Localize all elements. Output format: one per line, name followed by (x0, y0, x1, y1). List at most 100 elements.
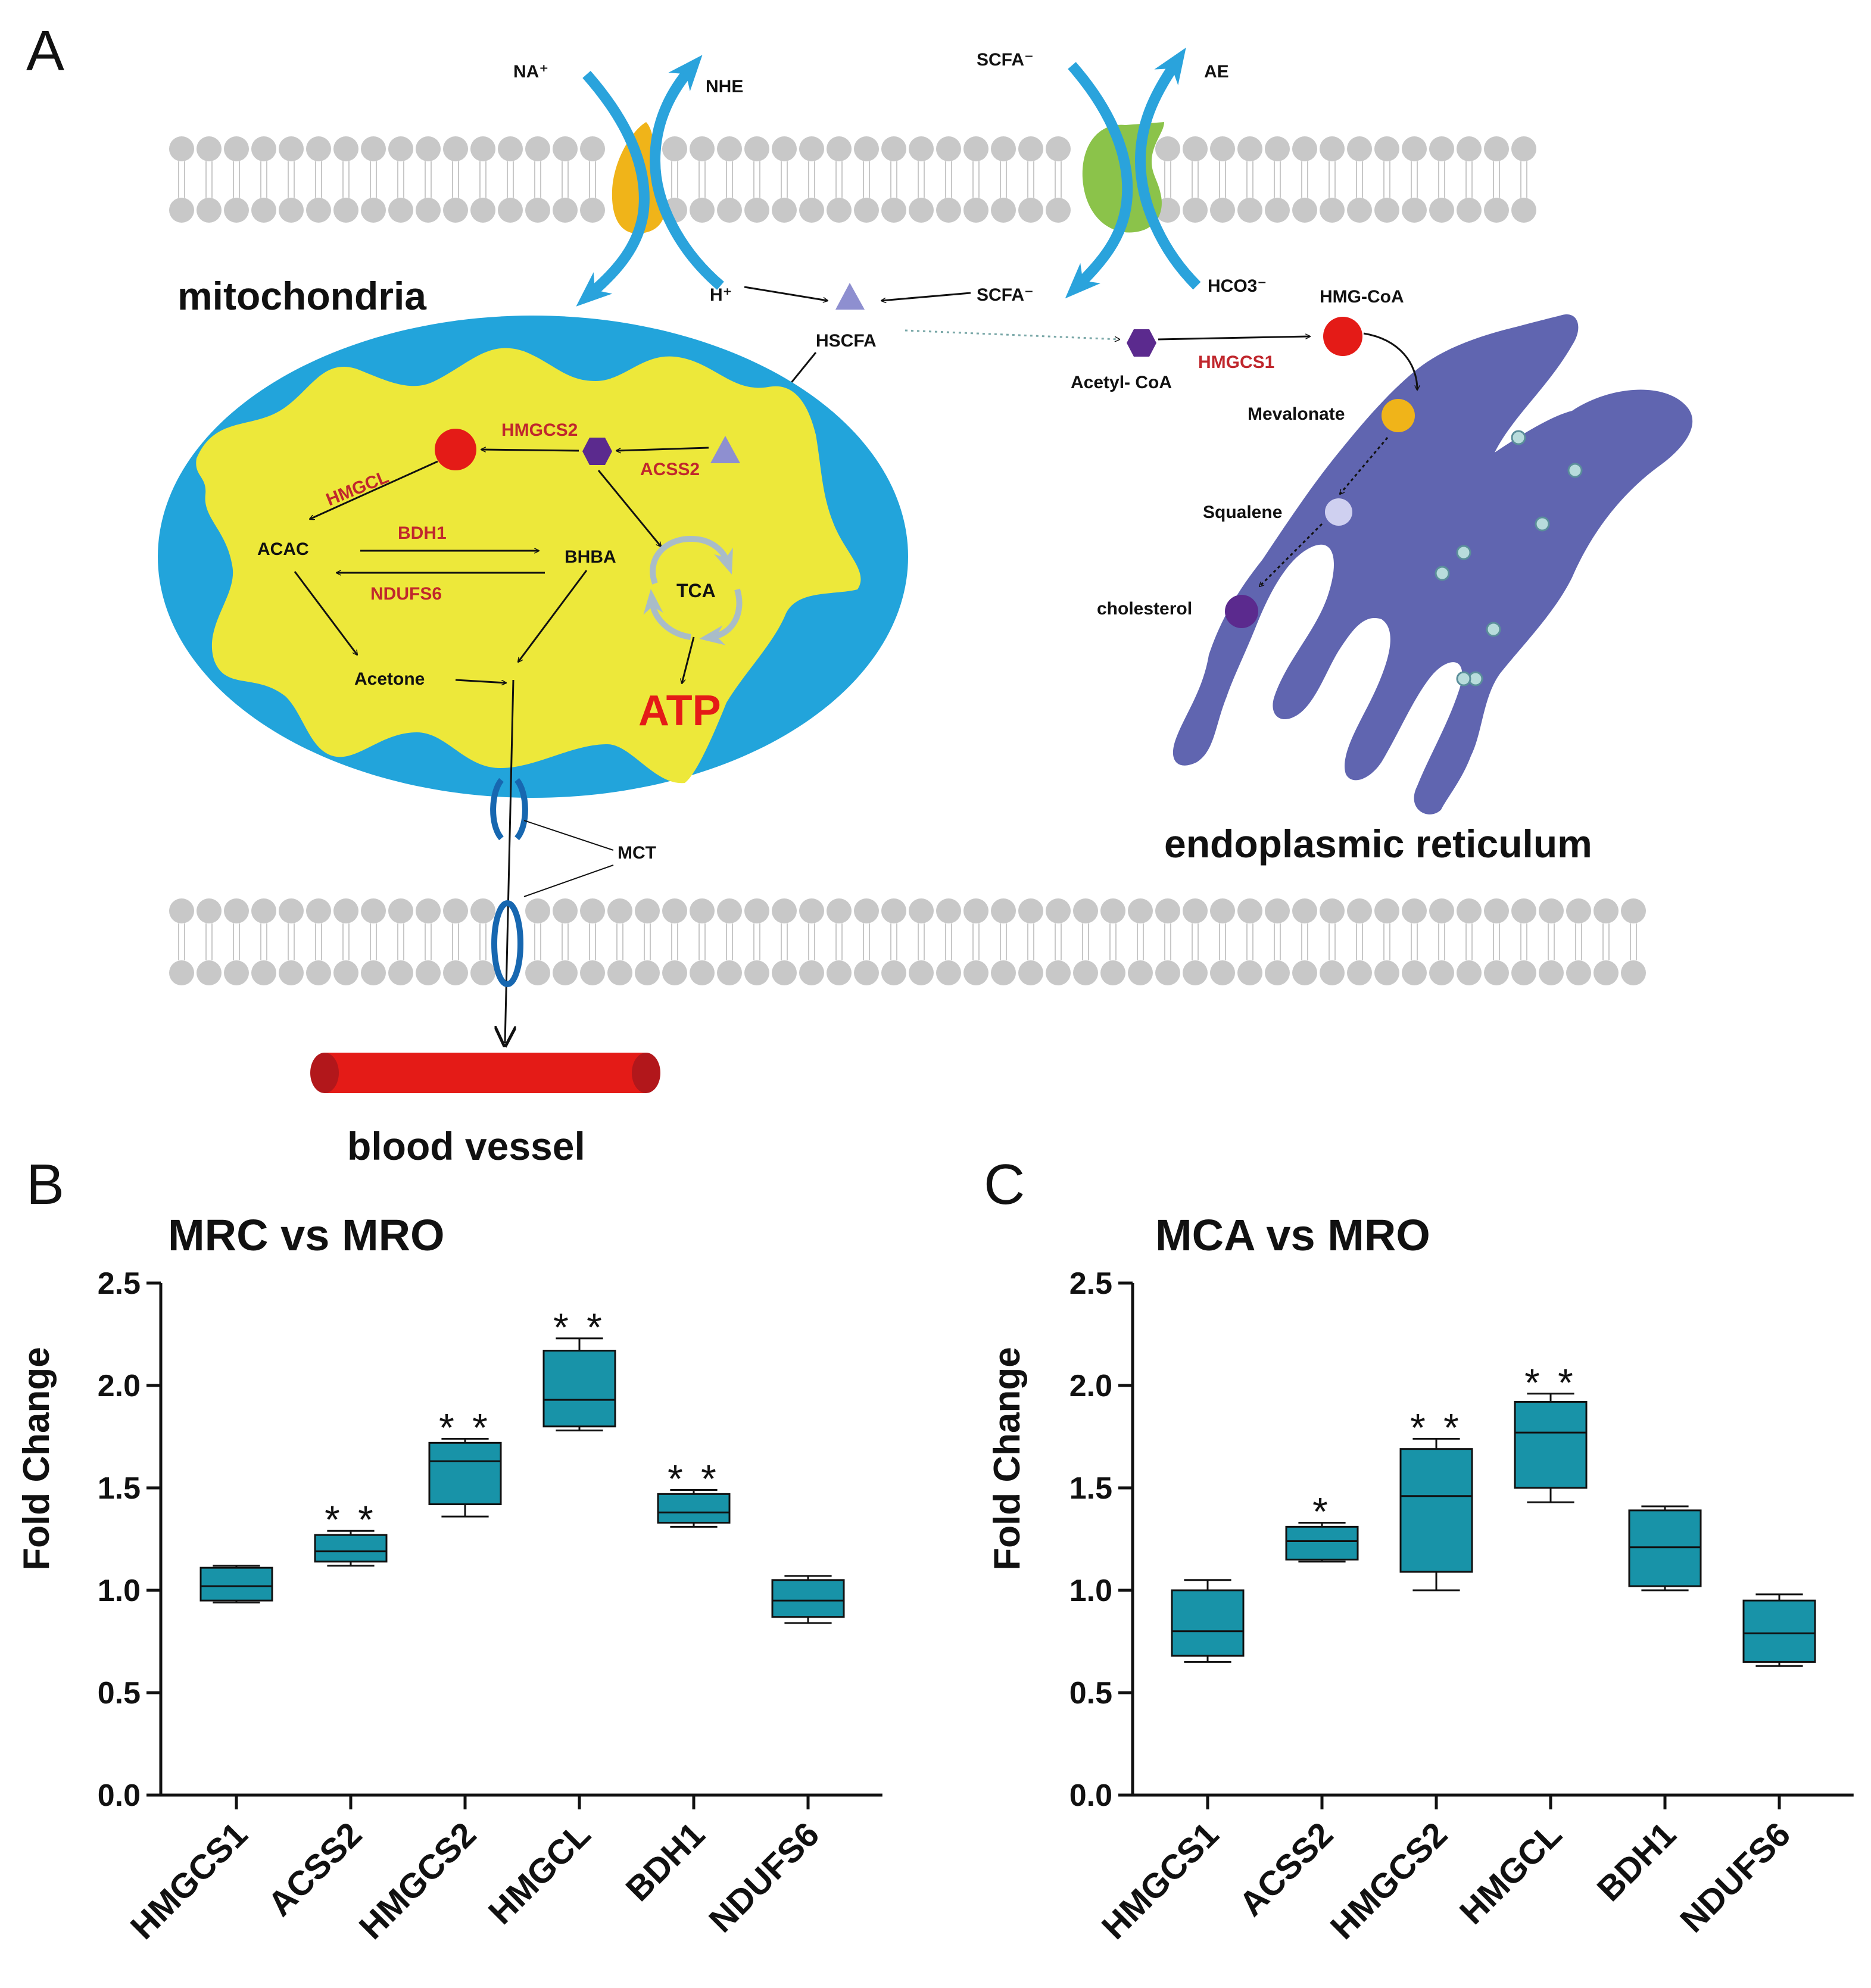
lipid-top-head (443, 136, 468, 161)
x-tick-label: HMGCS1 (123, 1815, 255, 1946)
label-atp: ATP (638, 687, 721, 735)
lipid-top-head (1265, 198, 1290, 223)
lipid-bottom-head (1484, 898, 1509, 923)
lipid-bottom-head (1320, 960, 1345, 985)
label-acetyl-coa: Acetyl- CoA (1071, 373, 1172, 392)
cholesterol-node (1225, 595, 1258, 628)
arrow-acetylcoa-to-hmgcoa-mito (481, 450, 579, 451)
mito-hmg-coa-node (435, 429, 476, 470)
lipid-bottom-head (306, 898, 331, 923)
lipid-bottom-head (690, 898, 715, 923)
lipid-top-head (991, 136, 1016, 161)
lipid-bottom-head (279, 898, 304, 923)
x-tick-label: HMGCL (1452, 1815, 1569, 1931)
box-hmgcs2 (1399, 1448, 1473, 1573)
lipid-bottom-head (854, 960, 879, 985)
lipid-bottom-head (416, 960, 441, 985)
lipid-top-head (1320, 198, 1345, 223)
significance-marker: * * (553, 1305, 606, 1349)
label-h: H⁺ (710, 285, 732, 305)
lipid-top-head (197, 136, 222, 161)
lipid-top-head (1292, 136, 1317, 161)
arrow-scfa-to-acetylcoa (616, 447, 709, 451)
lipid-bottom-head (1100, 898, 1125, 923)
lipid-top-head (416, 198, 441, 223)
lipid-bottom-head (662, 898, 687, 923)
lipid-bottom-head (772, 898, 797, 923)
lipid-bottom-head (1594, 960, 1619, 985)
lipid-top-head (1457, 136, 1482, 161)
arrow-scfa-to-hscfa (881, 292, 971, 301)
lipid-bottom-head (744, 898, 769, 923)
lipid-bottom-head (306, 960, 331, 985)
lipid-bottom-head (690, 960, 715, 985)
y-tick-label: 0.0 (1069, 1778, 1112, 1813)
lipid-top-head (1237, 198, 1262, 223)
lipid-bottom-head (580, 898, 605, 923)
lipid-top-head (553, 136, 578, 161)
lipid-top-head (799, 136, 824, 161)
lipid-bottom-head (991, 898, 1016, 923)
y-tick-label: 0.5 (98, 1676, 141, 1711)
lipid-bottom-head (169, 898, 194, 923)
lipid-top-head (1457, 198, 1482, 223)
lipid-bottom-head (333, 960, 358, 985)
lipid-bottom-head (936, 960, 961, 985)
lipid-bottom-head (1374, 960, 1399, 985)
er-ribosomes (1435, 430, 1583, 686)
lipid-bottom-head (1539, 960, 1564, 985)
y-tick-label: 1.5 (98, 1471, 141, 1506)
lipid-bottom-head (251, 960, 276, 985)
lipid-top-head (197, 198, 222, 223)
ae-transporter (1065, 48, 1201, 299)
lipid-top-head (580, 198, 605, 223)
lipid-bottom-head (881, 960, 906, 985)
ribosome (1486, 622, 1501, 637)
lipid-top-head (525, 198, 550, 223)
box-hmgcs1 (199, 1566, 273, 1602)
box-acss2 (314, 1534, 388, 1563)
acetyl-coa-hexagon (1127, 329, 1156, 357)
lipid-top-head (936, 198, 961, 223)
lipid-top-head (991, 198, 1016, 223)
tca-cycle-arc-1 (650, 535, 733, 585)
lipid-bottom-head (909, 898, 934, 923)
x-tick-label: NDUFS6 (701, 1815, 827, 1940)
lipid-top-head (772, 136, 797, 161)
lipid-top-head (1484, 198, 1509, 223)
hscfa-triangle (835, 283, 865, 310)
pathway-diagram: NA⁺ NHE H⁺ SCFA⁻ AE HCO3⁻ SCFA⁻ HSCFA Ac… (158, 48, 1693, 1168)
label-scfa-mid: SCFA⁻ (977, 285, 1034, 305)
lipid-top-head (772, 198, 797, 223)
lipid-bottom-head (1347, 898, 1372, 923)
nhe-arrow-out (649, 55, 724, 290)
lipid-top-head (498, 136, 523, 161)
lipid-top-head (1046, 136, 1071, 161)
lipid-top-head (1237, 136, 1262, 161)
vessel-title: blood vessel (347, 1124, 585, 1168)
lipid-top-head (1511, 136, 1536, 161)
lipid-bottom-head (991, 960, 1016, 985)
lipid-top-head (827, 198, 852, 223)
lipid-top-head (799, 198, 824, 223)
lipid-bottom-head (854, 898, 879, 923)
lipid-bottom-head (553, 898, 578, 923)
y-tick-label: 2.5 (98, 1266, 141, 1301)
y-tick-label: 0.0 (98, 1778, 141, 1813)
label-nhe: NHE (706, 77, 743, 96)
y-axis-label-c: Fold Change (987, 1347, 1028, 1570)
lipid-top-head (909, 198, 934, 223)
lipid-bottom-head (827, 960, 852, 985)
significance-marker: * * (1524, 1360, 1577, 1405)
mct-pointer-2 (523, 865, 614, 897)
lipid-bottom-head (580, 960, 605, 985)
lipid-bottom-head (1128, 898, 1153, 923)
lipid-top-head (525, 136, 550, 161)
mito-scfa-triangle (710, 436, 740, 463)
label-hmg-coa: HMG-CoA (1320, 287, 1404, 307)
label-bhba: BHBA (565, 547, 616, 567)
lipid-top-head (690, 198, 715, 223)
chart-mrc-vs-mro: MRC vs MRO Fold Change 0.00.51.01.52.02.… (16, 1210, 883, 1947)
lipid-top-head (279, 136, 304, 161)
lipid-bottom-head (1073, 960, 1098, 985)
